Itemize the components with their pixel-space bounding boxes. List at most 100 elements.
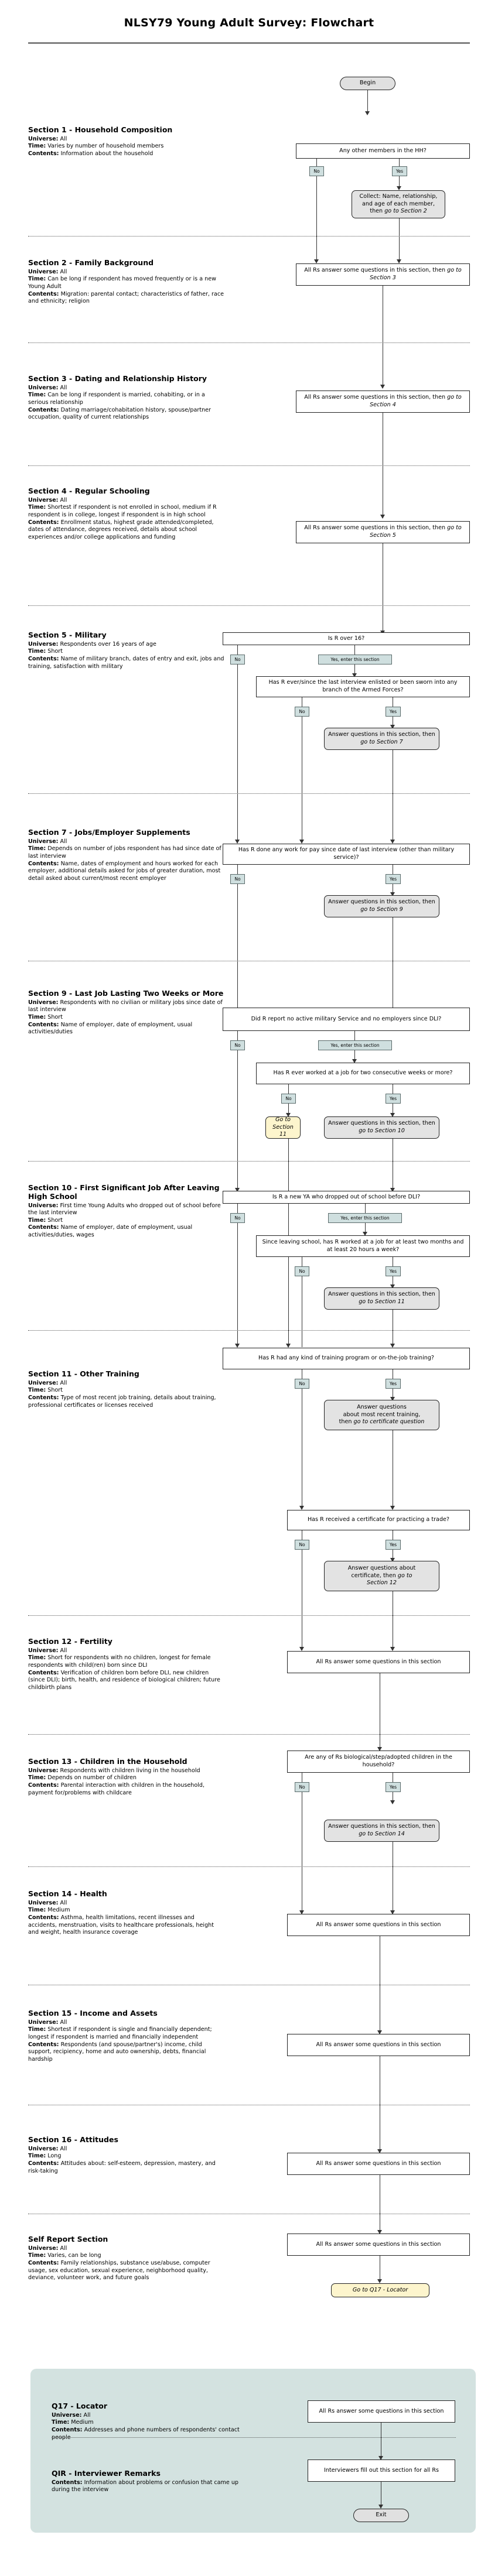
action-goto: go to Section 9 <box>360 906 403 913</box>
branch-label-no[interactable]: No <box>230 1040 245 1050</box>
question-work-for-pay[interactable]: Has R done any work for pay since date o… <box>223 844 470 865</box>
action-goto: go to <box>397 1572 412 1579</box>
branch-label-no[interactable]: No <box>281 1094 296 1104</box>
branch-label-yes[interactable]: Yes <box>386 874 401 884</box>
question-new-ya-dropout[interactable]: Is R a new YA who dropped out of school … <box>223 1191 470 1204</box>
action-section-4[interactable]: All Rs answer some questions in this sec… <box>296 521 470 543</box>
branch-label-no[interactable]: No <box>295 1782 309 1792</box>
section-universe: Universe: All <box>28 135 67 142</box>
action-interviewer-remarks[interactable]: Interviewers fill out this section for a… <box>308 2459 455 2482</box>
section-separator <box>28 342 470 343</box>
branch-label-no[interactable]: No <box>230 1213 245 1223</box>
action-section-10[interactable]: Answer questions in this section, then g… <box>324 1287 439 1310</box>
branch-label-no[interactable]: No <box>230 874 245 884</box>
section-contents: Contents: Name of employer, date of empl… <box>28 1224 193 1239</box>
action-section-3[interactable]: All Rs answer some questions in this sec… <box>296 390 470 413</box>
section-universe: Universe: All <box>28 1379 67 1386</box>
section-universe: Universe: All <box>28 1647 67 1654</box>
branch-label-no[interactable]: No <box>295 707 309 717</box>
arrowhead-icon <box>378 2505 383 2509</box>
flow-line <box>237 1223 238 1347</box>
question-enlisted-armed-forces[interactable]: Has R ever/since the last interview enli… <box>256 676 470 697</box>
flow-line <box>354 1050 355 1061</box>
begin-terminal[interactable]: Begin <box>340 77 395 90</box>
branch-label-yes[interactable]: Yes <box>386 1379 401 1389</box>
action-jobs[interactable]: Answer questions in this section, then g… <box>324 895 439 917</box>
question-bio-children-household[interactable]: Are any of Rs biological/step/adopted ch… <box>287 1751 470 1773</box>
action-section-12[interactable]: All Rs answer some questions in this sec… <box>287 1651 470 1673</box>
question-two-consecutive-weeks[interactable]: Has R ever worked at a job for two conse… <box>256 1063 470 1084</box>
action-collect-hh[interactable]: Collect: Name, relationship, and age of … <box>352 190 445 218</box>
arrowhead-icon <box>377 2149 382 2153</box>
flow-line <box>399 176 400 189</box>
action-goto: go to Section 4 <box>370 394 462 408</box>
section-title: Section 15 - Income and Assets <box>28 2009 158 2017</box>
branch-label-yes[interactable]: Yes <box>386 707 401 717</box>
action-certificate[interactable]: Answer questions about certificate, then… <box>324 1561 439 1591</box>
section-title: Section 5 - Military <box>28 631 107 639</box>
question-hh-members[interactable]: Any other members in the HH? <box>296 143 470 159</box>
action-section-14[interactable]: All Rs answer some questions in this sec… <box>287 1914 470 1936</box>
arrowhead-icon <box>390 1113 395 1117</box>
branch-label-no[interactable]: No <box>230 655 245 664</box>
flow-line <box>367 90 368 114</box>
question-training-program[interactable]: Has R had any kind of training program o… <box>223 1348 470 1369</box>
action-section-15[interactable]: All Rs answer some questions in this sec… <box>287 2034 470 2056</box>
branch-label-no[interactable]: No <box>295 1540 309 1550</box>
branch-label-yes[interactable]: Yes <box>386 1540 401 1550</box>
branch-label-no[interactable]: No <box>295 1266 309 1276</box>
branch-label-yes[interactable]: Yes <box>386 1094 401 1104</box>
section-title: Self Report Section <box>28 2235 108 2243</box>
section-universe: Universe: All <box>52 2411 91 2419</box>
action-goto: Go to Q17 - Locator <box>352 2286 408 2293</box>
section-title: QIR - Interviewer Remarks <box>52 2469 161 2478</box>
section-separator <box>28 1615 470 1616</box>
arrowhead-icon <box>397 186 401 190</box>
arrowhead-icon <box>377 2030 382 2034</box>
flow-line <box>316 176 317 263</box>
action-self-report[interactable]: All Rs answer some questions in this sec… <box>287 2234 470 2256</box>
flow-line <box>354 645 355 656</box>
branch-label-yes[interactable]: Yes <box>386 1782 401 1792</box>
question-certificate-trade[interactable]: Has R received a certificate for practic… <box>287 1510 470 1530</box>
question-is-r-over-16[interactable]: Is R over 16? <box>223 632 470 645</box>
branch-label-yes-enter[interactable]: Yes, enter this section <box>328 1213 402 1223</box>
arrowhead-icon <box>299 840 304 844</box>
branch-label-yes-enter[interactable]: Yes, enter this section <box>318 655 392 664</box>
action-section-9[interactable]: Answer questions in this section, then g… <box>324 1116 439 1139</box>
q17-locator-block: Q17 - Locator Universe: All Time: Medium… <box>52 2402 245 2441</box>
question-since-leaving-school[interactable]: Since leaving school, has R worked at a … <box>256 1235 470 1257</box>
branch-label-yes[interactable]: Yes <box>392 166 407 176</box>
action-military[interactable]: Answer questions in this section, then g… <box>324 728 439 750</box>
section-contents: Contents: Parental interaction with chil… <box>28 1782 205 1796</box>
arrowhead-icon <box>390 840 395 844</box>
branch-label-yes-enter[interactable]: Yes, enter this section <box>318 1040 392 1050</box>
section-title: Section 7 - Jobs/Employer Supplements <box>28 828 190 837</box>
action-goto: go to Section 2 <box>384 208 427 215</box>
action-section-2[interactable]: All Rs answer some questions in this sec… <box>296 263 470 286</box>
action-go-to-q17-locator[interactable]: Go to Q17 - Locator <box>331 2283 429 2297</box>
arrowhead-icon <box>286 1344 291 1348</box>
action-text-2: about most recent training, <box>343 1411 421 1418</box>
action-section-16[interactable]: All Rs answer some questions in this sec… <box>287 2153 470 2175</box>
branch-label-no[interactable]: No <box>295 1379 309 1389</box>
arrowhead-icon <box>390 1188 395 1192</box>
action-section-13[interactable]: Answer questions in this section, then g… <box>324 1820 439 1842</box>
section-universe: Universe: Respondents over 16 years of a… <box>28 640 156 648</box>
question-no-military-no-employers[interactable]: Did R report no active military Service … <box>223 1008 470 1031</box>
arrowhead-icon <box>390 1800 395 1804</box>
branch-label-yes[interactable]: Yes <box>386 1266 401 1276</box>
exit-terminal[interactable]: Exit <box>353 2509 409 2522</box>
section-time: Time: Short for respondents with no chil… <box>28 1654 211 1669</box>
section-title: Section 10 - First Significant Job After… <box>28 1183 220 1201</box>
action-text: Answer questions about <box>347 1564 416 1571</box>
branch-label-no[interactable]: No <box>309 166 324 176</box>
action-q17-locator[interactable]: All Rs answer some questions in this sec… <box>308 2400 455 2423</box>
action-training[interactable]: Answer questions about most recent train… <box>324 1400 439 1430</box>
arrowhead-icon <box>377 2279 382 2283</box>
section-title: Section 2 - Family Background <box>28 258 154 267</box>
arrowhead-icon <box>363 1232 367 1236</box>
section-universe: Universe: All <box>28 2245 67 2252</box>
